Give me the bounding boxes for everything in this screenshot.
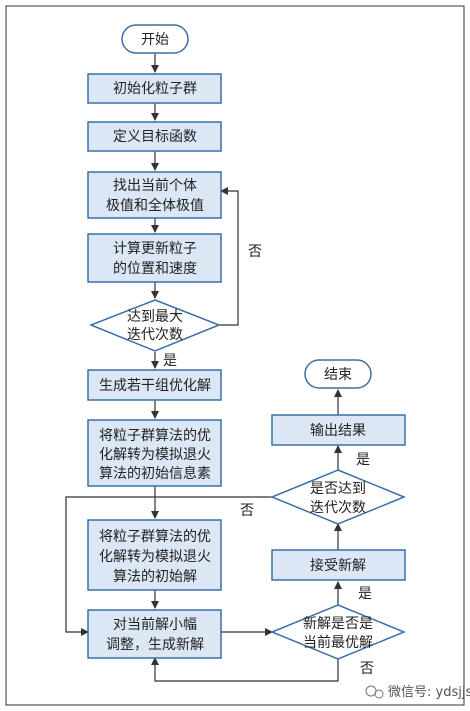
- adjust-solution-box: [87, 609, 222, 659]
- end-label: 结束: [324, 367, 352, 383]
- watermark-text: 微信号: ydsjjs: [388, 685, 470, 700]
- edge-label-max-iter-no: 否: [248, 244, 262, 260]
- convert-initial-line2: 化解转为模拟退火: [99, 549, 211, 565]
- iteration-line2: 迭代次数: [310, 500, 366, 516]
- max-iter-decision: [88, 299, 222, 352]
- adjust-solution-line1: 对当前解小幅: [113, 616, 197, 633]
- end-terminal: [304, 359, 372, 389]
- update-particles-box: [87, 233, 222, 283]
- find-extrema-box: [87, 171, 222, 219]
- best-solution-line1: 新解是否是: [303, 616, 373, 632]
- accept-solution-label: 接受新解: [310, 557, 366, 574]
- generate-solutions-label: 生成若干组优化解: [99, 378, 211, 394]
- convert-pheromone-line1: 将粒子群算法的优: [99, 428, 211, 444]
- find-extrema-line1: 找出当前个体: [113, 177, 197, 194]
- edge-label-iter-yes: 是: [356, 452, 370, 468]
- wechat-icon: [365, 685, 384, 699]
- iteration-line1: 是否达到: [310, 481, 366, 497]
- convert-initial-line1: 将粒子群算法的优: [99, 529, 211, 545]
- frame-border: [5, 5, 465, 706]
- arrow-loop-no: [219, 187, 239, 326]
- define-objective-label: 定义目标函数: [113, 129, 197, 145]
- arrow-iter-no: [65, 496, 272, 636]
- update-particles-line1: 计算更新粒子: [113, 241, 197, 257]
- edge-label-best-yes: 是: [358, 586, 372, 602]
- max-iter-line2: 迭代次数: [127, 327, 183, 343]
- init-swarm-box: [87, 73, 222, 104]
- accept-solution-box: [271, 549, 406, 581]
- iteration-decision: [270, 469, 406, 525]
- output-result-label: 输出结果: [310, 423, 366, 439]
- convert-initial-box: [87, 519, 222, 591]
- convert-pheromone-line3: 算法的初始信息素: [99, 465, 211, 482]
- update-particles-line2: 的位置和速度: [113, 261, 197, 277]
- find-extrema-line2: 极值和全体极值: [106, 197, 204, 214]
- define-objective-box: [87, 121, 222, 152]
- edge-label-max-iter-yes: 是: [163, 353, 177, 369]
- generate-solutions-box: [87, 369, 222, 401]
- convert-pheromone-box: [87, 419, 222, 487]
- best-solution-decision: [270, 604, 406, 660]
- convert-initial-line3: 算法的初始解: [113, 568, 197, 585]
- edge-label-iter-no: 否: [240, 503, 254, 519]
- output-result-box: [271, 414, 406, 446]
- start-label: 开始: [141, 32, 169, 48]
- max-iter-line1: 达到最大: [127, 309, 183, 325]
- start-terminal: [121, 24, 189, 54]
- arrow-best-no: [151, 657, 339, 682]
- edge-label-best-no: 否: [360, 661, 374, 677]
- convert-pheromone-line2: 化解转为模拟退火: [99, 447, 211, 463]
- best-solution-line2: 当前最优解: [303, 634, 373, 651]
- init-swarm-label: 初始化粒子群: [113, 80, 197, 97]
- adjust-solution-line2: 调整，生成新解: [106, 637, 204, 653]
